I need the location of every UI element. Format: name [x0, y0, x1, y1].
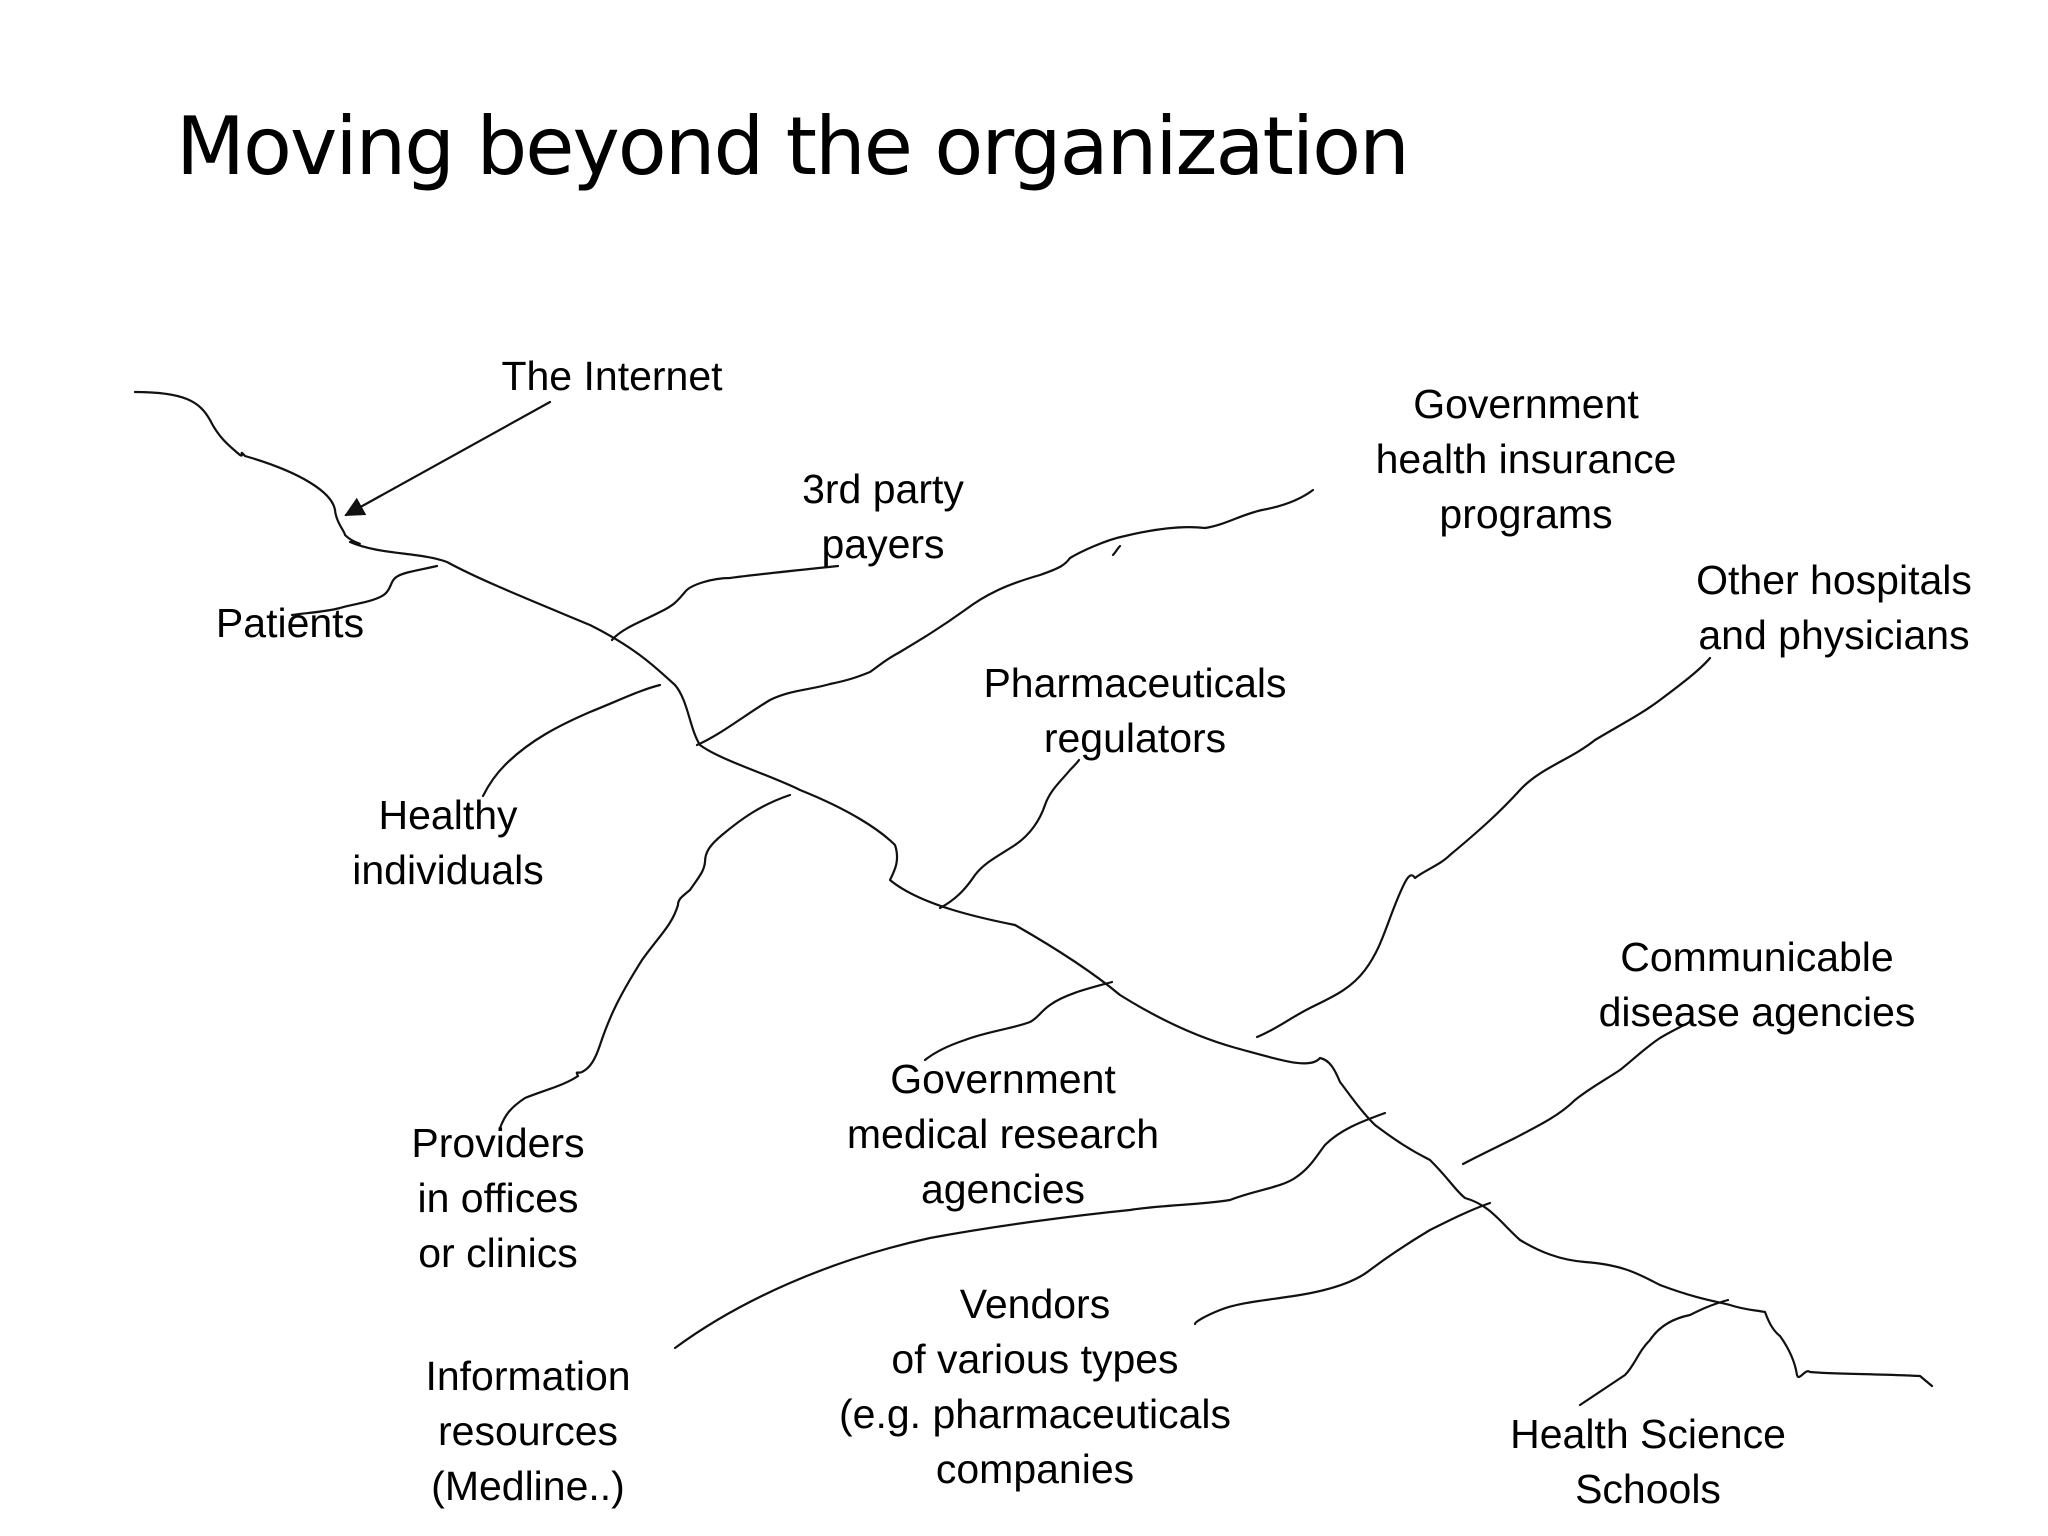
label-communicable-disease: Communicable disease agencies	[1599, 930, 1916, 1040]
label-line: disease agencies	[1598, 989, 1916, 1035]
label-line: Health Science	[1510, 1411, 1786, 1457]
label-line: Information	[425, 1353, 631, 1399]
communicable-disease-branch	[1461, 1020, 1692, 1166]
gov-health-insurance-branch	[695, 488, 1315, 747]
label-line: Communicable	[1620, 934, 1894, 980]
label-line: The Internet	[501, 353, 723, 399]
label-gov-medical-research: Government medical research agencies	[847, 1052, 1159, 1217]
label-line: individuals	[352, 847, 544, 893]
label-pharma-regulators: Pharmaceuticals regulators	[983, 656, 1286, 766]
label-line: Patients	[215, 600, 365, 646]
label-patients: Patients	[216, 596, 364, 651]
label-line: regulators	[1043, 715, 1227, 761]
label-line: Schools	[1575, 1466, 1721, 1512]
label-line: or clinics	[418, 1230, 578, 1276]
label-line: resources	[437, 1408, 619, 1454]
label-line: 3rd party	[802, 466, 964, 512]
patients-branch	[290, 564, 439, 617]
label-health-science-schools: Health Science Schools	[1510, 1407, 1786, 1517]
label-information-resources: Information resources (Medline..)	[425, 1349, 630, 1514]
label-line: and physicians	[1698, 612, 1970, 658]
label-line: in offices	[417, 1175, 579, 1221]
label-line: Government	[1413, 381, 1639, 427]
label-line: Other hospitals	[1696, 557, 1972, 603]
information-resources-branch	[673, 1111, 1387, 1350]
label-line: medical research	[846, 1111, 1160, 1157]
slide-title: Moving beyond the organization	[176, 100, 1410, 193]
label-providers: Providers in offices or clinics	[411, 1116, 584, 1281]
label-line: companies	[935, 1446, 1135, 1492]
health-science-schools-branch	[1578, 1298, 1730, 1407]
label-line: programs	[1439, 491, 1613, 537]
label-healthy-individuals: Healthy individuals	[352, 788, 543, 898]
label-line: Vendors	[959, 1281, 1111, 1327]
other-hospitals-branch	[1255, 656, 1712, 1039]
label-line: of various types	[891, 1336, 1179, 1382]
third-party-payers-branch	[610, 564, 840, 642]
label-line: health insurance	[1375, 436, 1677, 482]
pharma-regulators-branch	[938, 758, 1081, 910]
providers-branch	[498, 793, 792, 1130]
label-line: Providers	[411, 1120, 585, 1166]
label-other-hospitals: Other hospitals and physicians	[1696, 553, 1972, 663]
label-internet: The Internet	[501, 349, 722, 404]
label-line: (Medline..)	[431, 1463, 625, 1509]
internet-arrow	[344, 400, 552, 517]
label-third-party-payers: 3rd party payers	[802, 462, 964, 572]
vendors-branch	[1193, 1201, 1492, 1326]
label-line: payers	[821, 521, 945, 567]
label-line: Government	[890, 1056, 1116, 1102]
label-line: agencies	[920, 1166, 1086, 1212]
label-vendors: Vendors of various types (e.g. pharmaceu…	[839, 1277, 1231, 1497]
label-line: Healthy	[378, 792, 518, 838]
label-line: Pharmaceuticals	[983, 660, 1287, 706]
label-line: (e.g. pharmaceuticals	[839, 1391, 1231, 1437]
gov-medical-research-branch	[923, 980, 1114, 1062]
healthy-individuals-branch	[481, 683, 662, 798]
label-gov-health-insurance: Government health insurance programs	[1376, 377, 1677, 542]
